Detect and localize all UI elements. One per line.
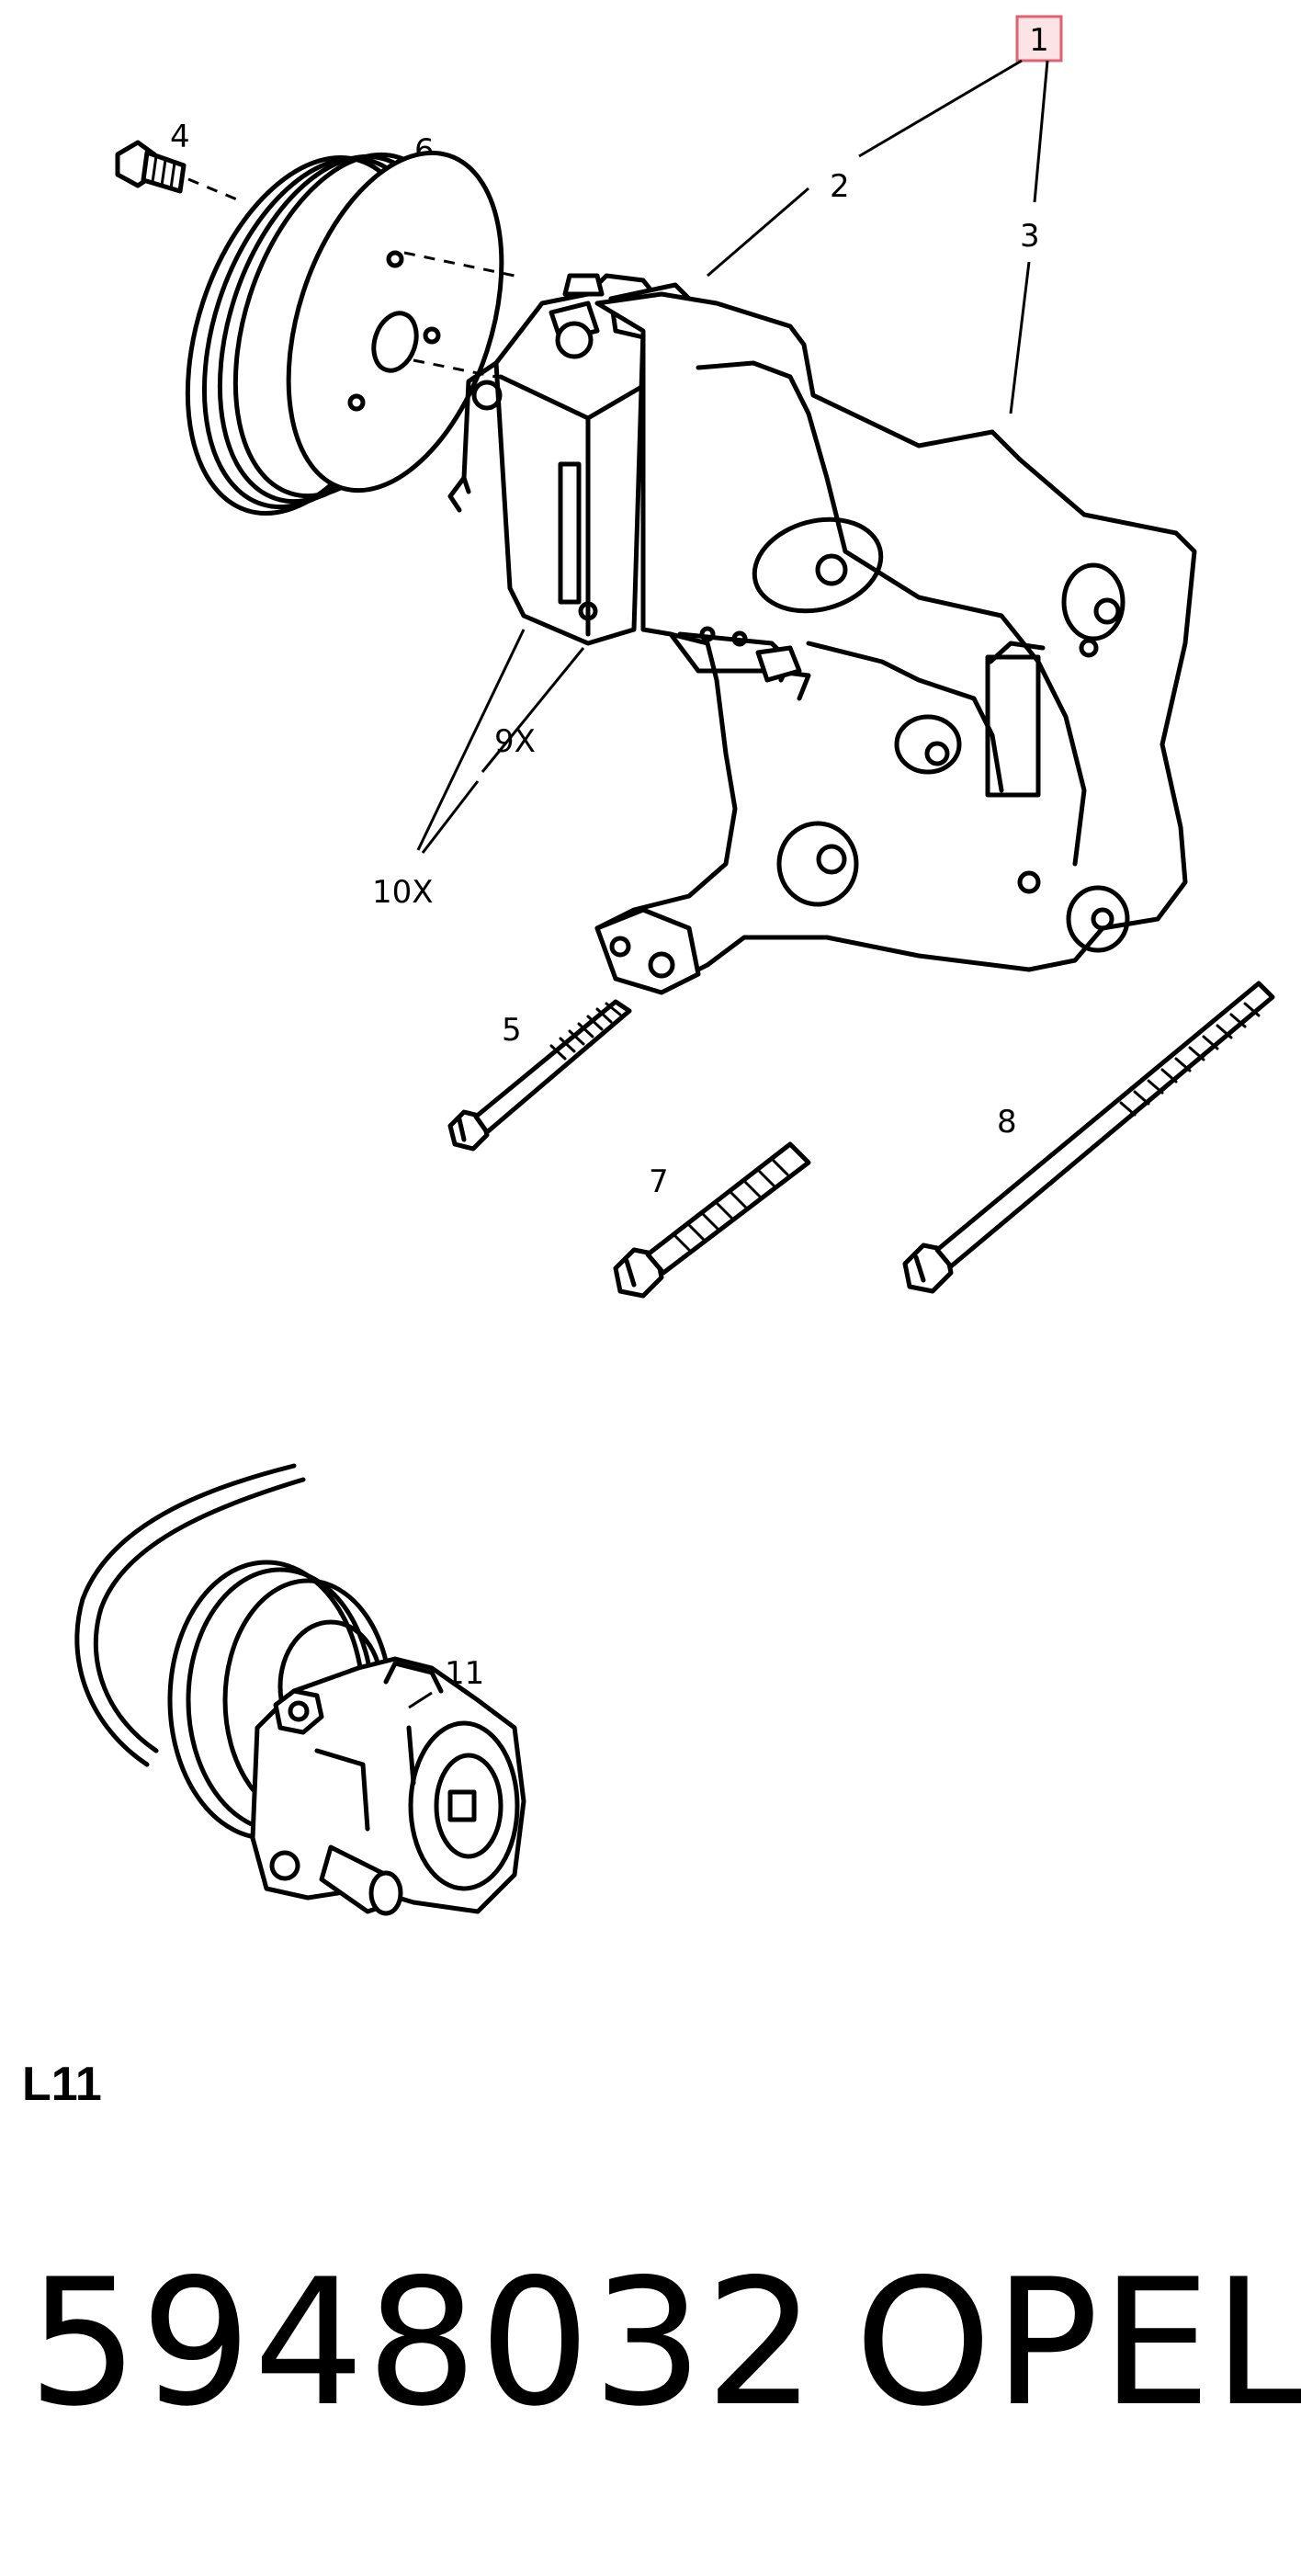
leader-2-to-pump xyxy=(707,187,809,278)
bracket-3[interactable] xyxy=(447,291,1197,995)
callout-3[interactable]: 3 xyxy=(1020,218,1040,255)
inset-pump-11[interactable] xyxy=(74,1463,526,1916)
pulley-6[interactable] xyxy=(146,126,541,543)
leader-10x-a xyxy=(416,629,526,851)
bolt-8[interactable] xyxy=(902,981,1275,1294)
callout-7[interactable]: 7 xyxy=(649,1163,669,1200)
leader-3-to-bracket xyxy=(1009,261,1031,414)
section-label: L11 xyxy=(22,2058,102,2111)
callout-10x[interactable]: 10X xyxy=(372,874,434,911)
leader-11 xyxy=(408,1691,433,1709)
callout-1-box xyxy=(1015,15,1063,62)
callout-1-label: 1 xyxy=(1029,22,1049,59)
callout-1[interactable]: 1 xyxy=(1015,15,1063,62)
callout-9x[interactable]: 9X xyxy=(494,723,536,760)
leader-1-to-3 xyxy=(1033,60,1049,203)
part-number: 5948032 xyxy=(28,2241,819,2445)
bolt-7[interactable] xyxy=(613,1141,811,1299)
bolt-5[interactable] xyxy=(447,999,632,1152)
callout-4[interactable]: 4 xyxy=(170,119,190,155)
leader-1-to-2 xyxy=(858,59,1023,158)
callout-5[interactable]: 5 xyxy=(502,1012,522,1049)
leader-9x xyxy=(481,647,585,773)
bolt-4[interactable] xyxy=(115,140,244,204)
callout-2[interactable]: 2 xyxy=(830,168,850,205)
leader-10x-b xyxy=(421,780,480,854)
callout-8[interactable]: 8 xyxy=(997,1104,1017,1140)
brand-name: OPEL xyxy=(854,2241,1301,2445)
